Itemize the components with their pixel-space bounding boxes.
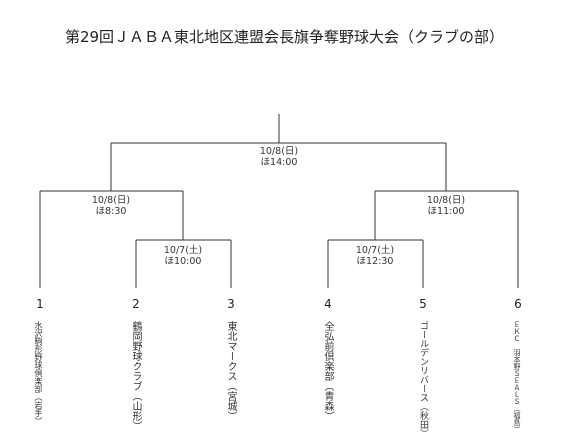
semi-right-label: 10/8(日) ほ11:00: [416, 195, 476, 217]
semi-left-label: 10/8(日) ほ8:30: [81, 195, 141, 217]
team-name: ＥＫＣ 羽本野ＳＥＡＬＳ（福島）: [513, 321, 521, 433]
final-date: 10/8(日): [259, 146, 299, 157]
team-name: 東北マークス（宮城）: [225, 321, 236, 421]
team-name: 水沢駒形野球倶楽部（岩手）: [34, 321, 43, 425]
semi-left-date: 10/8(日): [91, 195, 131, 206]
seed-number: 5: [419, 297, 427, 311]
seed-number: 2: [132, 297, 140, 311]
quarter-left-label: 10/7(土) ほ10:00: [153, 245, 213, 267]
team-name: 全弘前倶楽部（青森）: [322, 321, 333, 421]
final-time: ほ14:00: [260, 157, 298, 168]
seed-number: 4: [324, 297, 332, 311]
page-title: 第29回ＪＡＢＡ東北地区連盟会長旗争奪野球大会（クラブの部）: [64, 28, 505, 46]
team-name: 鶴岡野球クラブ（山形）: [130, 321, 141, 431]
seed-number: 1: [36, 297, 44, 311]
team-name: ゴールデンリバース（秋田）: [418, 321, 428, 438]
final-label: 10/8(日) ほ14:00: [249, 146, 309, 168]
quarter-right-time: ほ12:30: [356, 256, 394, 267]
quarter-left-date: 10/7(土): [163, 245, 203, 256]
seed-number: 3: [227, 297, 235, 311]
quarter-right-label: 10/7(土) ほ12:30: [345, 245, 405, 267]
quarter-left-time: ほ10:00: [164, 256, 202, 267]
semi-right-date: 10/8(日): [426, 195, 466, 206]
seed-number: 6: [514, 297, 522, 311]
quarter-right-date: 10/7(土): [355, 245, 395, 256]
semi-right-time: ほ11:00: [427, 206, 465, 217]
semi-left-time: ほ8:30: [95, 206, 127, 217]
